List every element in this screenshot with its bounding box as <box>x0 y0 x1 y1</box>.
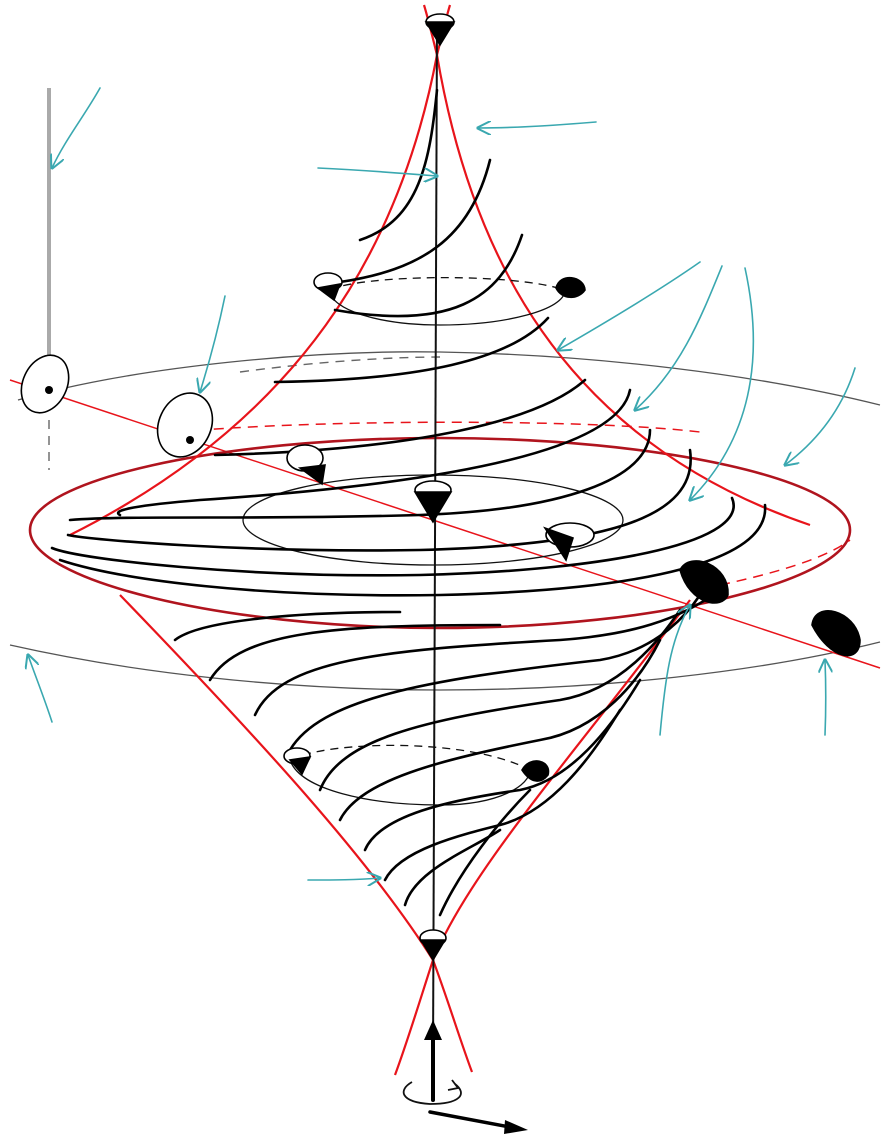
lower-trajectories <box>173 588 722 917</box>
light-cone-center <box>413 480 453 524</box>
light-cone-lower-right <box>521 760 550 782</box>
light-cone-far-left <box>20 354 70 414</box>
inclined-red-line <box>9 379 881 669</box>
light-cone-bottom <box>419 929 447 962</box>
light-cone-lower-left <box>283 747 312 776</box>
red-equator-ring <box>28 421 852 630</box>
rotation-symbol <box>402 1020 528 1134</box>
light-cone-upper-right <box>555 276 586 299</box>
upper-outer-circle-back <box>239 356 441 373</box>
light-cone-mid-right <box>543 522 595 562</box>
light-cone-far-right <box>811 610 861 657</box>
light-cones <box>20 13 861 962</box>
upper-trajectories <box>50 88 767 597</box>
light-cone-top <box>424 13 456 47</box>
teal-flow-arrows <box>28 87 856 880</box>
lower-outer-circle <box>9 641 881 691</box>
outer-circles <box>9 351 881 691</box>
light-cone-equator-right <box>679 560 729 604</box>
central-vertical-axis <box>432 19 438 1061</box>
upper-cone-surface <box>69 54 811 536</box>
upper-outer-circle-front <box>17 351 881 406</box>
light-cone-upper-left <box>313 272 343 302</box>
light-cone-mid-left <box>286 444 326 486</box>
